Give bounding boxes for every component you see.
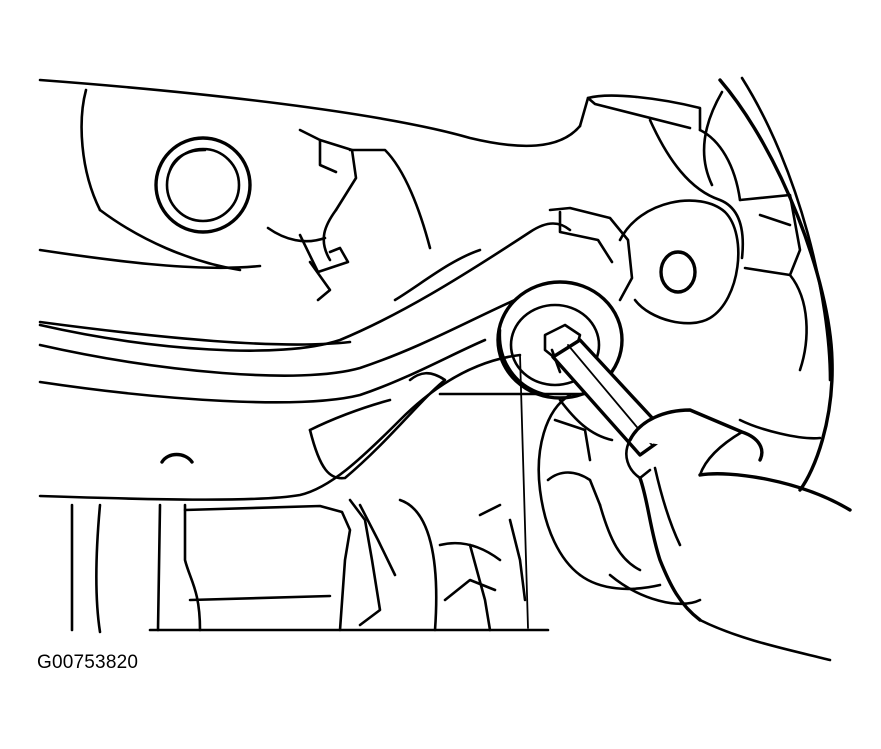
mounting-bracket xyxy=(618,118,808,372)
outer-shield xyxy=(702,76,834,492)
arm-bushing xyxy=(496,280,624,400)
round-plug xyxy=(154,136,252,234)
lower-frame xyxy=(70,498,550,634)
upper-frame xyxy=(38,78,702,346)
clip-bracket xyxy=(266,226,350,302)
figure-id-label: G00753820 xyxy=(37,652,139,673)
lower-knuckle xyxy=(519,354,702,629)
socket-wrench-tool[interactable] xyxy=(551,338,852,662)
control-arm xyxy=(38,222,602,501)
